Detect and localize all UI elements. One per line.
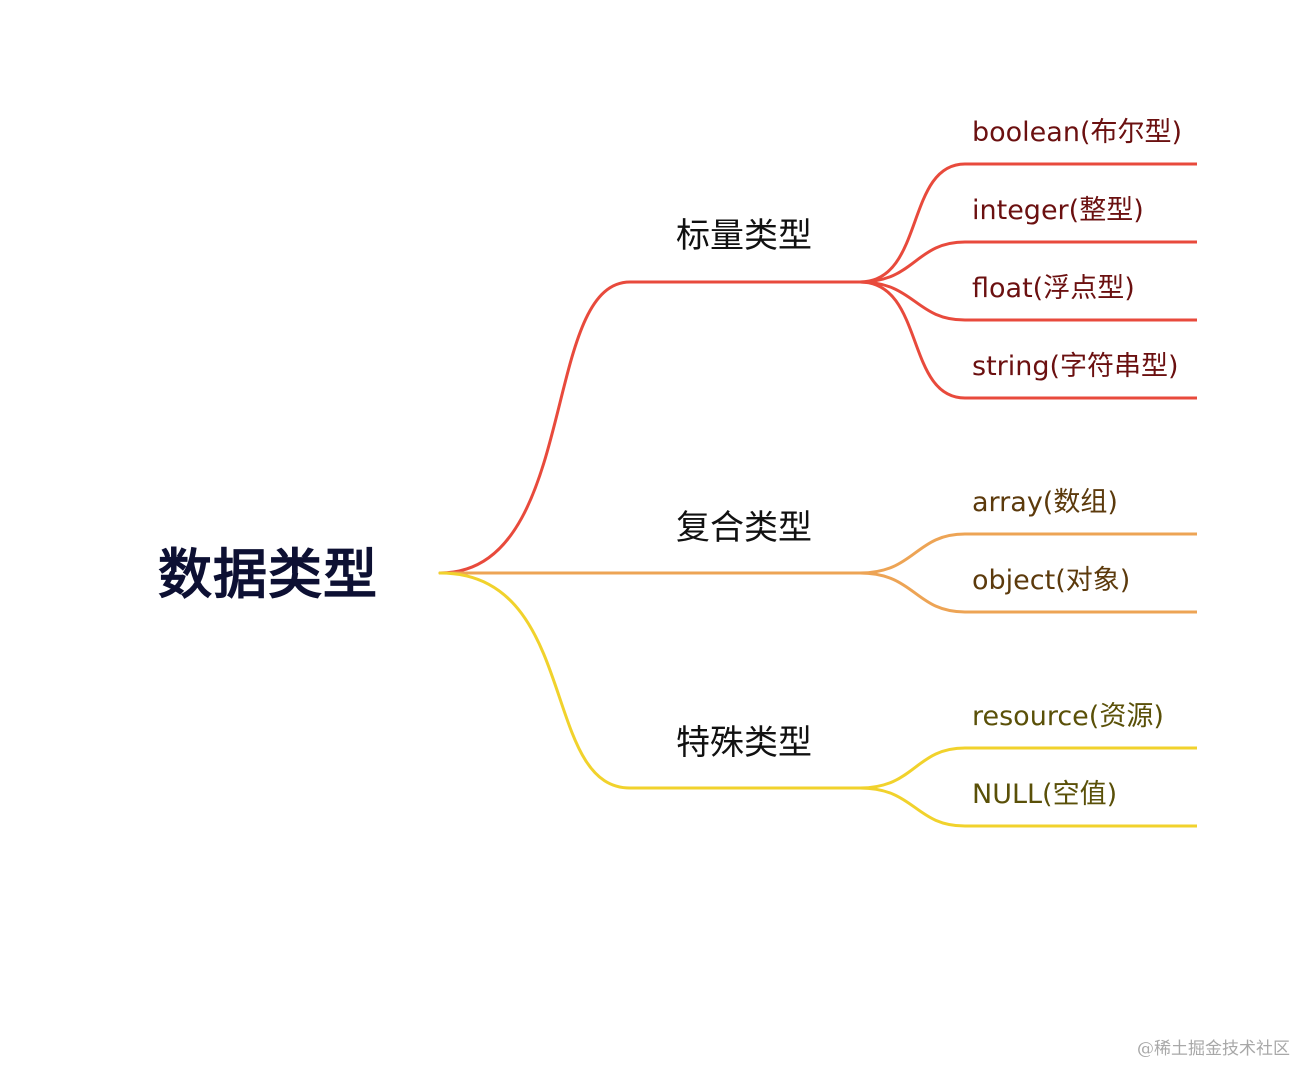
- link-scalar-boolean: [859, 162, 1197, 284]
- link-special-resource: [859, 746, 1197, 790]
- root-node[interactable]: 数据类型: [158, 543, 378, 606]
- link-compound-array: [859, 532, 1197, 575]
- leaf-integer[interactable]: integer(整型): [972, 195, 1144, 226]
- watermark: @稀土掘金技术社区: [1137, 1039, 1290, 1059]
- leaf-object[interactable]: object(对象): [972, 565, 1131, 596]
- leaf-array[interactable]: array(数组): [972, 487, 1118, 518]
- leaf-float[interactable]: float(浮点型): [972, 273, 1135, 304]
- leaf-null[interactable]: NULL(空值): [972, 779, 1118, 810]
- leaf-string[interactable]: string(字符串型): [972, 351, 1179, 382]
- branch-compound-types[interactable]: 复合类型: [676, 508, 812, 548]
- link-scalar-integer: [859, 240, 1197, 284]
- leaf-boolean[interactable]: boolean(布尔型): [972, 117, 1183, 148]
- link-scalar-string: [859, 280, 1197, 400]
- link-compound-object: [859, 571, 1197, 614]
- branch-scalar-types[interactable]: 标量类型: [676, 216, 812, 256]
- link-root-special: [438, 571, 862, 790]
- branch-special-types[interactable]: 特殊类型: [676, 723, 812, 763]
- leaf-resource[interactable]: resource(资源): [972, 701, 1164, 732]
- link-scalar-float: [859, 280, 1197, 322]
- link-root-scalar: [438, 280, 862, 575]
- link-special-null: [859, 786, 1197, 828]
